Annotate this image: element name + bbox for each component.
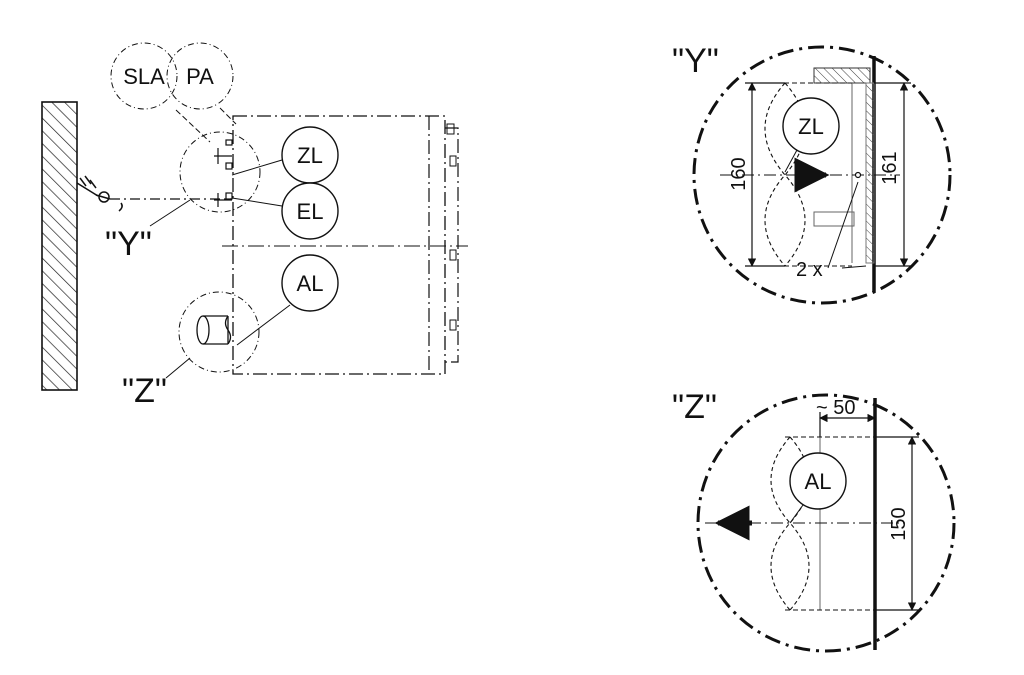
detail-y-dim-left — [745, 82, 785, 267]
detail-z-dim-right — [875, 436, 919, 611]
callout-al-label: AL — [297, 271, 324, 296]
callout-sla-label: SLA — [123, 64, 165, 89]
callout-al — [281, 254, 339, 312]
detail-y-title: "Y" — [672, 42, 719, 80]
callout-pa-label: PA — [186, 64, 214, 89]
wall-bracket-icon — [76, 175, 123, 212]
unit-right-panel — [445, 127, 459, 363]
detail-y-center-point — [854, 171, 862, 179]
detail-z-callout-al-label: AL — [805, 469, 832, 494]
leader-z — [165, 357, 191, 379]
callout-el — [281, 182, 339, 240]
detail-y-leader-qty — [827, 181, 859, 269]
detail-z-dim-right-label: 150 — [888, 507, 910, 540]
leader-sla — [175, 109, 211, 143]
detail-y-circle — [692, 45, 952, 305]
detail-y: "Y" ZL 160 — [672, 42, 952, 305]
detail-z: "Z" AL ~ 50 150 — [672, 388, 956, 653]
leader-y — [149, 199, 191, 227]
callout-sla — [110, 42, 178, 110]
leader-zl — [231, 159, 283, 176]
detail-z-dim-top — [819, 412, 876, 437]
view-y-label: "Y" — [105, 225, 152, 263]
detail-z-callout-al — [789, 452, 847, 510]
detail-y-leader-zl — [784, 149, 798, 173]
detail-circle-z — [178, 291, 260, 373]
unit-outline — [232, 115, 446, 375]
detail-y-side-plate — [865, 82, 875, 264]
leader-pa — [219, 107, 237, 125]
detail-y-qty-label: 2 x — [796, 259, 823, 281]
detail-y-bottom-block — [813, 211, 855, 227]
detail-y-callout-zl — [782, 97, 840, 155]
callout-zl-label: ZL — [297, 143, 323, 168]
view-z-label: "Z" — [122, 372, 167, 410]
detail-y-dim-left-label: 160 — [728, 157, 750, 190]
callout-pa — [166, 42, 234, 110]
unit-right-clips — [446, 123, 457, 331]
detail-y-duct — [760, 82, 852, 267]
detail-z-circle — [696, 393, 956, 653]
port-stubs — [214, 139, 233, 207]
duct-stub-icon — [196, 315, 232, 345]
detail-y-dim-right-label: 161 — [879, 151, 901, 184]
detail-circle-y — [179, 131, 261, 213]
leader-al — [236, 304, 291, 346]
callout-el-label: EL — [297, 199, 324, 224]
detail-y-callout-zl-label: ZL — [798, 114, 824, 139]
leader-el — [231, 197, 283, 207]
detail-z-leader-al — [789, 504, 804, 524]
wall-hatched — [41, 101, 78, 391]
detail-z-dim-top-label: ~ 50 — [816, 397, 855, 419]
detail-z-title: "Z" — [672, 388, 717, 426]
detail-y-top-block — [813, 67, 871, 84]
main-view: "Y" SLA PA ZL EL AL "Z" — [41, 42, 468, 410]
detail-y-leader-qty-2 — [841, 265, 867, 269]
detail-y-dim-right — [874, 82, 911, 267]
